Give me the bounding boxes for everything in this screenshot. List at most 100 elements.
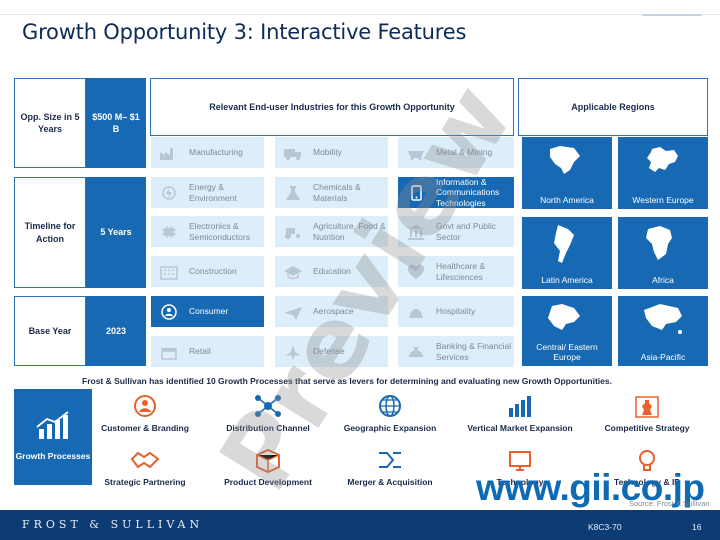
growth-process-vertical-market-expansion[interactable]: Vertical Market Expansion bbox=[460, 393, 580, 433]
industry-banking-financial-services[interactable]: Banking & Financial Services bbox=[398, 336, 514, 367]
region-label: Latin America bbox=[541, 274, 593, 285]
industry-label: Information & Communications Technologie… bbox=[436, 177, 500, 208]
industry-label: Manufacturing bbox=[189, 147, 243, 158]
industry-label: Govt and Public Sector bbox=[436, 221, 497, 242]
growth-processes-label: Growth Processes bbox=[15, 451, 91, 462]
growth-process-merger-acquisition[interactable]: Merger & Acquisition bbox=[340, 447, 440, 487]
industry-label: Aerospace bbox=[313, 306, 354, 317]
growth-process-label: Customer & Branding bbox=[101, 423, 189, 433]
footer-bar bbox=[0, 510, 720, 540]
industry-label: Chemicals & Materials bbox=[313, 182, 361, 203]
tractor-icon bbox=[281, 223, 305, 241]
industry-label: Energy & Environment bbox=[189, 182, 237, 203]
building-icon bbox=[157, 263, 181, 281]
industry-label: Consumer bbox=[189, 306, 229, 317]
industry-label: Healthcare & Lifesciences bbox=[436, 261, 486, 282]
footer-brand: FROST & SULLIVAN bbox=[22, 518, 204, 531]
region-western-europe[interactable]: Western Europe bbox=[618, 137, 708, 209]
industry-label: Defense bbox=[313, 346, 345, 357]
network-icon bbox=[253, 393, 283, 419]
industry-chemicals-materials[interactable]: Chemicals & Materials bbox=[275, 177, 388, 208]
industry-construction[interactable]: Construction bbox=[151, 256, 264, 287]
industry-label: Mobility bbox=[313, 147, 342, 158]
money-bag-icon bbox=[404, 343, 428, 361]
region-central-eastern-europe[interactable]: Central/ Eastern Europe bbox=[522, 296, 612, 366]
industry-hospitality[interactable]: Hospitality bbox=[398, 296, 514, 327]
timeline-value: 5 Years bbox=[86, 177, 146, 288]
page-title: Growth Opportunity 3: Interactive Featur… bbox=[22, 20, 467, 44]
chip-icon bbox=[157, 223, 181, 241]
growth-note: Frost & Sullivan has identified 10 Growt… bbox=[82, 376, 612, 386]
regions-header: Applicable Regions bbox=[518, 78, 708, 136]
region-latin-america[interactable]: Latin America bbox=[522, 217, 612, 289]
industry-manufacturing[interactable]: Manufacturing bbox=[151, 137, 264, 168]
region-label: Central/ Eastern Europe bbox=[536, 341, 598, 362]
eastern-europe-map-icon bbox=[548, 304, 580, 330]
opp-size-label: Opp. Size in 5 Years bbox=[14, 78, 86, 168]
industry-label: Metal & Mining bbox=[436, 147, 493, 158]
phone-icon bbox=[404, 184, 428, 202]
growth-chart-icon bbox=[36, 411, 69, 440]
growth-process-label: Strategic Partnering bbox=[104, 477, 186, 487]
region-label: North America bbox=[540, 194, 594, 205]
customer-icon bbox=[130, 393, 160, 419]
industry-electronics-semiconductors[interactable]: Electronics & Semiconductors bbox=[151, 216, 264, 247]
growth-process-geographic-expansion[interactable]: Geographic Expansion bbox=[340, 393, 440, 433]
industry-aerospace[interactable]: Aerospace bbox=[275, 296, 388, 327]
jet-icon bbox=[281, 343, 305, 361]
growth-process-label: Vertical Market Expansion bbox=[467, 423, 573, 433]
industry-education[interactable]: Education bbox=[275, 256, 388, 287]
region-africa[interactable]: Africa bbox=[618, 217, 708, 289]
handshake-icon bbox=[130, 447, 160, 473]
growth-process-label: Technology bbox=[496, 477, 544, 487]
base-year-value: 2023 bbox=[86, 296, 146, 366]
health-icon bbox=[404, 263, 428, 281]
western-europe-map-icon bbox=[647, 147, 678, 172]
ip-icon bbox=[632, 447, 662, 473]
page-number: 16 bbox=[692, 522, 702, 532]
industry-mobility[interactable]: Mobility bbox=[275, 137, 388, 168]
industry-information-communications-technologies[interactable]: Information & Communications Technologie… bbox=[398, 177, 514, 208]
region-north-america[interactable]: North America bbox=[522, 137, 612, 209]
industry-label: Hospitality bbox=[436, 306, 476, 317]
timeline-label: Timeline for Action bbox=[14, 177, 86, 288]
box-icon bbox=[253, 447, 283, 473]
growth-process-technology[interactable]: Technology bbox=[460, 447, 580, 487]
region-asia-pacific[interactable]: Asia-Pacific bbox=[618, 296, 708, 366]
flask-icon bbox=[281, 184, 305, 202]
growth-process-distribution-channel[interactable]: Distribution Channel bbox=[220, 393, 316, 433]
industry-consumer[interactable]: Consumer bbox=[151, 296, 264, 327]
industry-energy-environment[interactable]: Energy & Environment bbox=[151, 177, 264, 208]
growth-process-label: Competitive Strategy bbox=[604, 423, 690, 433]
chess-icon bbox=[632, 393, 662, 419]
growth-process-label: Geographic Expansion bbox=[343, 423, 437, 433]
top-accent-bar bbox=[642, 14, 702, 16]
industry-label: Education bbox=[313, 266, 351, 277]
region-label: Asia-Pacific bbox=[640, 351, 686, 362]
growth-process-competitive-strategy[interactable]: Competitive Strategy bbox=[597, 393, 697, 433]
growth-process-technology-ip[interactable]: Technology & IP bbox=[597, 447, 697, 487]
industry-metal-mining[interactable]: Metal & Mining bbox=[398, 137, 514, 168]
latin-america-map-icon bbox=[554, 225, 574, 263]
government-icon bbox=[404, 223, 428, 241]
footer-code: K8C3-70 bbox=[588, 522, 622, 532]
technology-icon bbox=[505, 447, 535, 473]
growth-process-label: Product Development bbox=[224, 477, 312, 487]
industry-label: Banking & Financial Services bbox=[436, 341, 512, 362]
mining-cart-icon bbox=[404, 144, 428, 162]
industry-defense[interactable]: Defense bbox=[275, 336, 388, 367]
growth-process-strategic-partnering[interactable]: Strategic Partnering bbox=[97, 447, 193, 487]
bar-chart-icon bbox=[505, 393, 535, 419]
industry-retail[interactable]: Retail bbox=[151, 336, 264, 367]
consumer-icon bbox=[157, 303, 181, 321]
globe-icon bbox=[375, 393, 405, 419]
hospitality-icon bbox=[404, 303, 428, 321]
industry-govt-and-public-sector[interactable]: Govt and Public Sector bbox=[398, 216, 514, 247]
industry-agriculture-food-nutrition[interactable]: Agriculture, Food & Nutrition bbox=[275, 216, 388, 247]
industry-healthcare-lifesciences[interactable]: Healthcare & Lifesciences bbox=[398, 256, 514, 287]
growth-process-product-development[interactable]: Product Development bbox=[220, 447, 316, 487]
opp-size-value: $500 M– $1 B bbox=[86, 78, 146, 168]
growth-process-customer-branding[interactable]: Customer & Branding bbox=[97, 393, 193, 433]
growth-process-label: Technology & IP bbox=[614, 477, 680, 487]
store-icon bbox=[157, 343, 181, 361]
